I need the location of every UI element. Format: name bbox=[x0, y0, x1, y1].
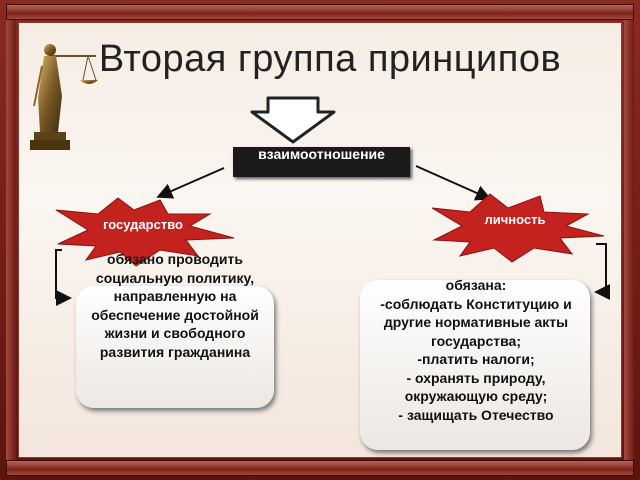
bracket-left bbox=[55, 249, 72, 306]
state-duty-card bbox=[76, 286, 274, 408]
person-label: личность bbox=[484, 212, 546, 227]
person-duty-line: -соблюдать Конституцию и другие норматив… bbox=[380, 295, 572, 349]
state-duty-text: обязано проводить социальную политику, н… bbox=[91, 251, 259, 360]
frame-bottom-bar bbox=[6, 460, 634, 476]
center-relationship-box: взаимоотношение bbox=[233, 147, 410, 177]
person-duty-card bbox=[360, 280, 590, 450]
person-duty-line: - защищать Отечество bbox=[398, 406, 554, 423]
bracket-right bbox=[594, 243, 610, 300]
arrow-to-person bbox=[415, 165, 492, 201]
frame-top-bar bbox=[6, 4, 634, 20]
person-duty-line: -платить налоги; bbox=[417, 351, 535, 367]
justice-statue-icon bbox=[30, 44, 98, 150]
frame-left-bar bbox=[6, 20, 16, 460]
star-burst-state bbox=[55, 197, 235, 267]
arrow-to-state bbox=[156, 167, 225, 199]
state-label: государство bbox=[103, 217, 183, 232]
person-duty-line: - охранять природу, окружающую среду; bbox=[404, 369, 548, 405]
person-duty-text: обязана: -соблюдать Конституцию и другие… bbox=[366, 276, 586, 424]
person-duty-line: обязана: bbox=[445, 277, 507, 293]
frame-right-bar bbox=[624, 20, 634, 460]
star-burst-person bbox=[431, 193, 605, 263]
slide-title: Вторая группа принципов bbox=[98, 38, 562, 80]
down-arrow-icon bbox=[250, 96, 336, 144]
